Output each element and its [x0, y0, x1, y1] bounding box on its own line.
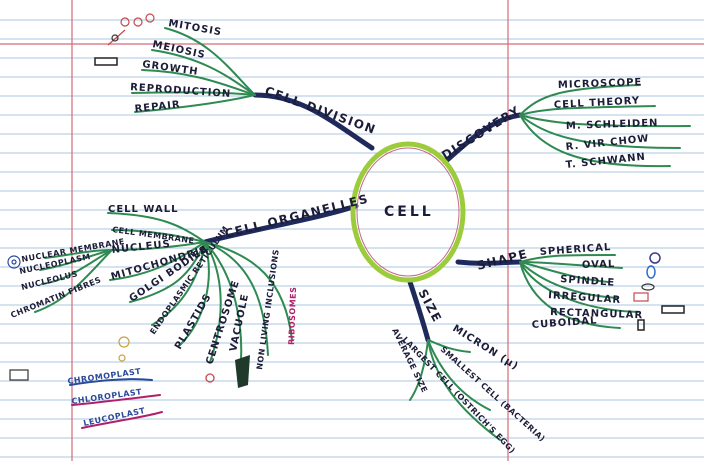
- division-item: MITOSIS: [167, 18, 222, 38]
- nucleus-doodle-icon: [8, 256, 20, 268]
- plastid-item: CHROMOPLAST: [67, 367, 142, 386]
- organelle-item: RIBOSOMES: [287, 286, 298, 345]
- rectangular-shape-icon: [662, 306, 684, 313]
- division-item: REPAIR: [134, 99, 181, 115]
- discovery-item: T. SCHWANN: [565, 152, 646, 171]
- discovery-item: R. VIR CHOW: [565, 133, 650, 153]
- discovery-item: CELL THEORY: [554, 95, 641, 111]
- cuboidal-shape-icon: [638, 320, 644, 330]
- plastid-item: CHLOROPLAST: [71, 387, 143, 406]
- oval-shape-icon: [647, 253, 660, 278]
- organelles-label: CELL ORGANELLES: [223, 192, 370, 241]
- division-item: REPRODUCTION: [130, 82, 232, 100]
- discovery-item: M. SCHLEIDEN: [566, 118, 659, 132]
- division-item: GROWTH: [142, 59, 200, 78]
- division-doodle-icon: [108, 14, 154, 45]
- growth-doodle-icon: [95, 58, 117, 65]
- center-label: CELL: [384, 204, 434, 220]
- irregular-shape-icon: [634, 293, 648, 301]
- spindle-shape-icon: [642, 284, 654, 290]
- discovery-label: DISCOVERY: [439, 103, 523, 163]
- vacuole-doodle-icon: [235, 355, 250, 388]
- organelle-item: CELL WALL: [108, 204, 178, 215]
- discovery-item: MICROSCOPE: [558, 77, 643, 91]
- cell-division-label: CELL DIVISION: [263, 84, 378, 137]
- shape-item: OVAL: [582, 259, 616, 271]
- chromatin-doodle-icon: [10, 370, 28, 380]
- shape-item: SPINDLE: [560, 274, 616, 289]
- shape-item: CUBOIDAL: [531, 315, 597, 331]
- golgi-doodle-icon: [119, 337, 129, 361]
